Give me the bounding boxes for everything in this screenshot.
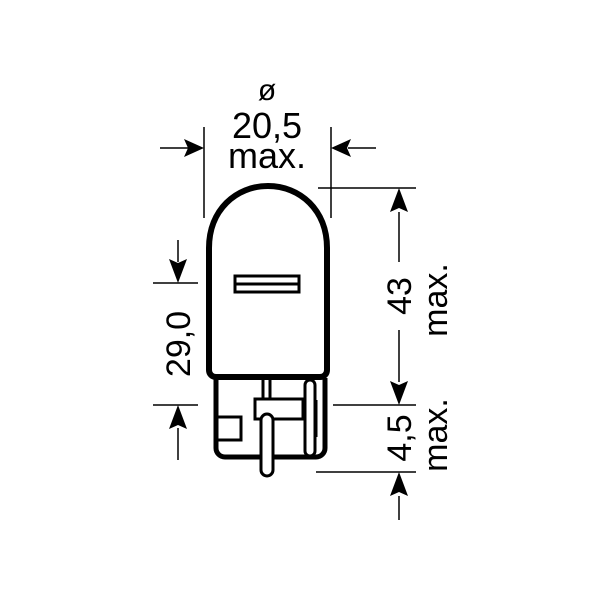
lead-wire-back xyxy=(303,378,317,458)
arrow-up-icon xyxy=(169,405,187,429)
base-offset-value: 4,5 xyxy=(381,414,419,461)
bulb-height-dimension: 29,0 xyxy=(153,240,198,460)
pinch-block xyxy=(253,397,305,421)
overall-length-value: 43 xyxy=(381,277,419,315)
overall-length-suffix: max. xyxy=(417,263,455,337)
diameter-symbol: ø xyxy=(258,74,276,107)
arrow-up-icon xyxy=(390,188,408,212)
base-contact-pad xyxy=(215,415,243,442)
glass-envelope xyxy=(206,183,330,380)
bulb-height-value: 29,0 xyxy=(160,311,198,377)
lead-wire-front xyxy=(259,412,275,478)
arrow-up-icon xyxy=(390,472,408,496)
diameter-dimension: ø 20,5 max. xyxy=(160,74,376,218)
filament-icon xyxy=(233,274,301,294)
diameter-suffix: max. xyxy=(228,135,306,176)
bulb-drawing xyxy=(206,183,330,478)
arrow-down-icon xyxy=(390,381,408,405)
base-offset-suffix: max. xyxy=(417,398,455,472)
base-offset-dimension: 4,5 max. xyxy=(316,398,455,520)
arrow-down-icon xyxy=(169,259,187,283)
arrow-right-icon xyxy=(184,139,204,157)
overall-length-dimension: 43 max. xyxy=(318,187,455,406)
diameter-value: 20,5 xyxy=(232,105,302,146)
arrow-left-icon xyxy=(331,139,351,157)
